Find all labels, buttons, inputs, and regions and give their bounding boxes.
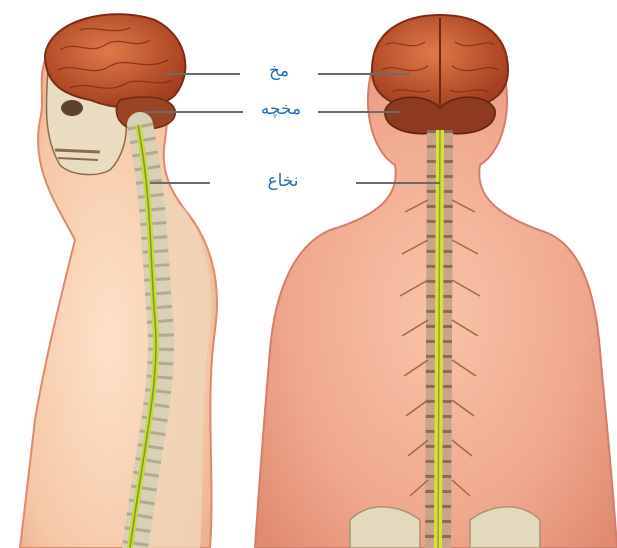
spinal-cord-label: نخاع xyxy=(267,171,298,191)
back-view-figure xyxy=(255,15,617,548)
side-view-figure xyxy=(20,14,217,548)
cerebellum-label: مخچه xyxy=(261,99,301,119)
brain-label: مخ xyxy=(269,61,289,81)
